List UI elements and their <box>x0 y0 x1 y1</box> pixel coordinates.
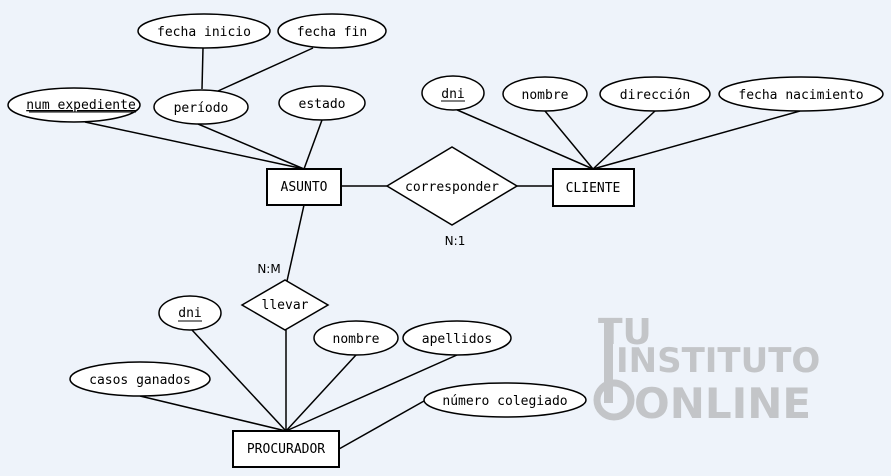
attribute-periodo-label: período <box>174 101 229 116</box>
cardinality-llevar: N:M <box>257 262 280 276</box>
power-icon <box>593 379 635 421</box>
relationship-corresponder: corresponder <box>385 146 519 226</box>
line-numero-colegiado-procurador <box>338 400 425 450</box>
line-apellidos-procurador <box>285 354 458 432</box>
line-nombre-procurador <box>285 354 357 432</box>
entity-procurador-label: PROCURADOR <box>247 442 325 457</box>
line-casos-ganados-procurador <box>139 395 287 432</box>
attribute-estado: estado <box>278 85 366 121</box>
connector-lines <box>84 47 801 450</box>
watermark-logo: TU INSTITUTO ONLINE <box>593 312 820 428</box>
attribute-num-expediente-label: num_expediente <box>26 98 136 113</box>
watermark-line3: ONLINE <box>634 379 811 428</box>
line-direccion-cliente <box>592 110 656 170</box>
attribute-cliente-nombre-label: nombre <box>522 88 569 103</box>
attribute-proc-nombre-label: nombre <box>333 332 380 347</box>
relationship-llevar: llevar <box>240 279 330 331</box>
attribute-direccion-label: dirección <box>620 88 690 103</box>
attribute-casos-ganados: casos ganados <box>69 361 211 397</box>
attribute-fecha-nacimiento-label: fecha nacimiento <box>738 88 863 103</box>
cardinality-corresponder: N:1 <box>445 234 466 248</box>
attribute-proc-dni-label: dni <box>178 306 201 321</box>
line-fecha-inicio-periodo <box>201 47 204 90</box>
attribute-fecha-nacimiento: fecha nacimiento <box>718 76 884 112</box>
line-num-expediente-asunto <box>84 121 305 170</box>
attribute-apellidos-label: apellidos <box>422 332 492 347</box>
attribute-casos-ganados-label: casos ganados <box>89 373 191 388</box>
attribute-numero-colegiado-label: número colegiado <box>442 394 567 409</box>
attribute-fecha-fin-label: fecha fin <box>297 25 367 40</box>
line-periodo-asunto <box>197 123 305 170</box>
line-dni-procurador <box>191 329 287 432</box>
line-estado-asunto <box>303 119 323 170</box>
entity-cliente-label: CLIENTE <box>566 181 621 196</box>
attribute-apellidos: apellidos <box>402 320 512 356</box>
attribute-proc-dni: dni <box>158 295 222 331</box>
watermark-bar <box>604 318 613 403</box>
attribute-fecha-fin: fecha fin <box>277 13 387 49</box>
attribute-cliente-dni-label: dni <box>441 87 464 102</box>
attribute-fecha-inicio-label: fecha inicio <box>157 25 251 40</box>
attribute-cliente-nombre: nombre <box>502 76 588 112</box>
attribute-fecha-inicio: fecha inicio <box>137 13 271 49</box>
attribute-periodo: período <box>153 89 249 125</box>
relationship-corresponder-label: corresponder <box>405 180 499 195</box>
line-dni-cliente <box>454 108 594 170</box>
line-fecha-nacimiento-cliente <box>592 110 801 170</box>
attribute-estado-label: estado <box>299 97 346 112</box>
attribute-num-expediente: num_expediente <box>7 87 141 123</box>
entity-cliente: CLIENTE <box>552 168 635 207</box>
relationship-llevar-label: llevar <box>262 298 309 313</box>
line-fecha-fin-periodo <box>217 47 314 92</box>
entity-asunto: ASUNTO <box>266 168 342 206</box>
line-nombre-cliente <box>544 110 594 170</box>
entity-asunto-label: ASUNTO <box>281 180 328 195</box>
attribute-proc-nombre: nombre <box>313 320 399 356</box>
attribute-direccion: dirección <box>599 76 711 112</box>
entity-procurador: PROCURADOR <box>232 430 340 468</box>
attribute-numero-colegiado: número colegiado <box>423 382 587 418</box>
watermark-line2: INSTITUTO <box>616 341 820 381</box>
attribute-cliente-dni: dni <box>421 75 485 111</box>
line-asunto-llevar <box>286 204 305 282</box>
